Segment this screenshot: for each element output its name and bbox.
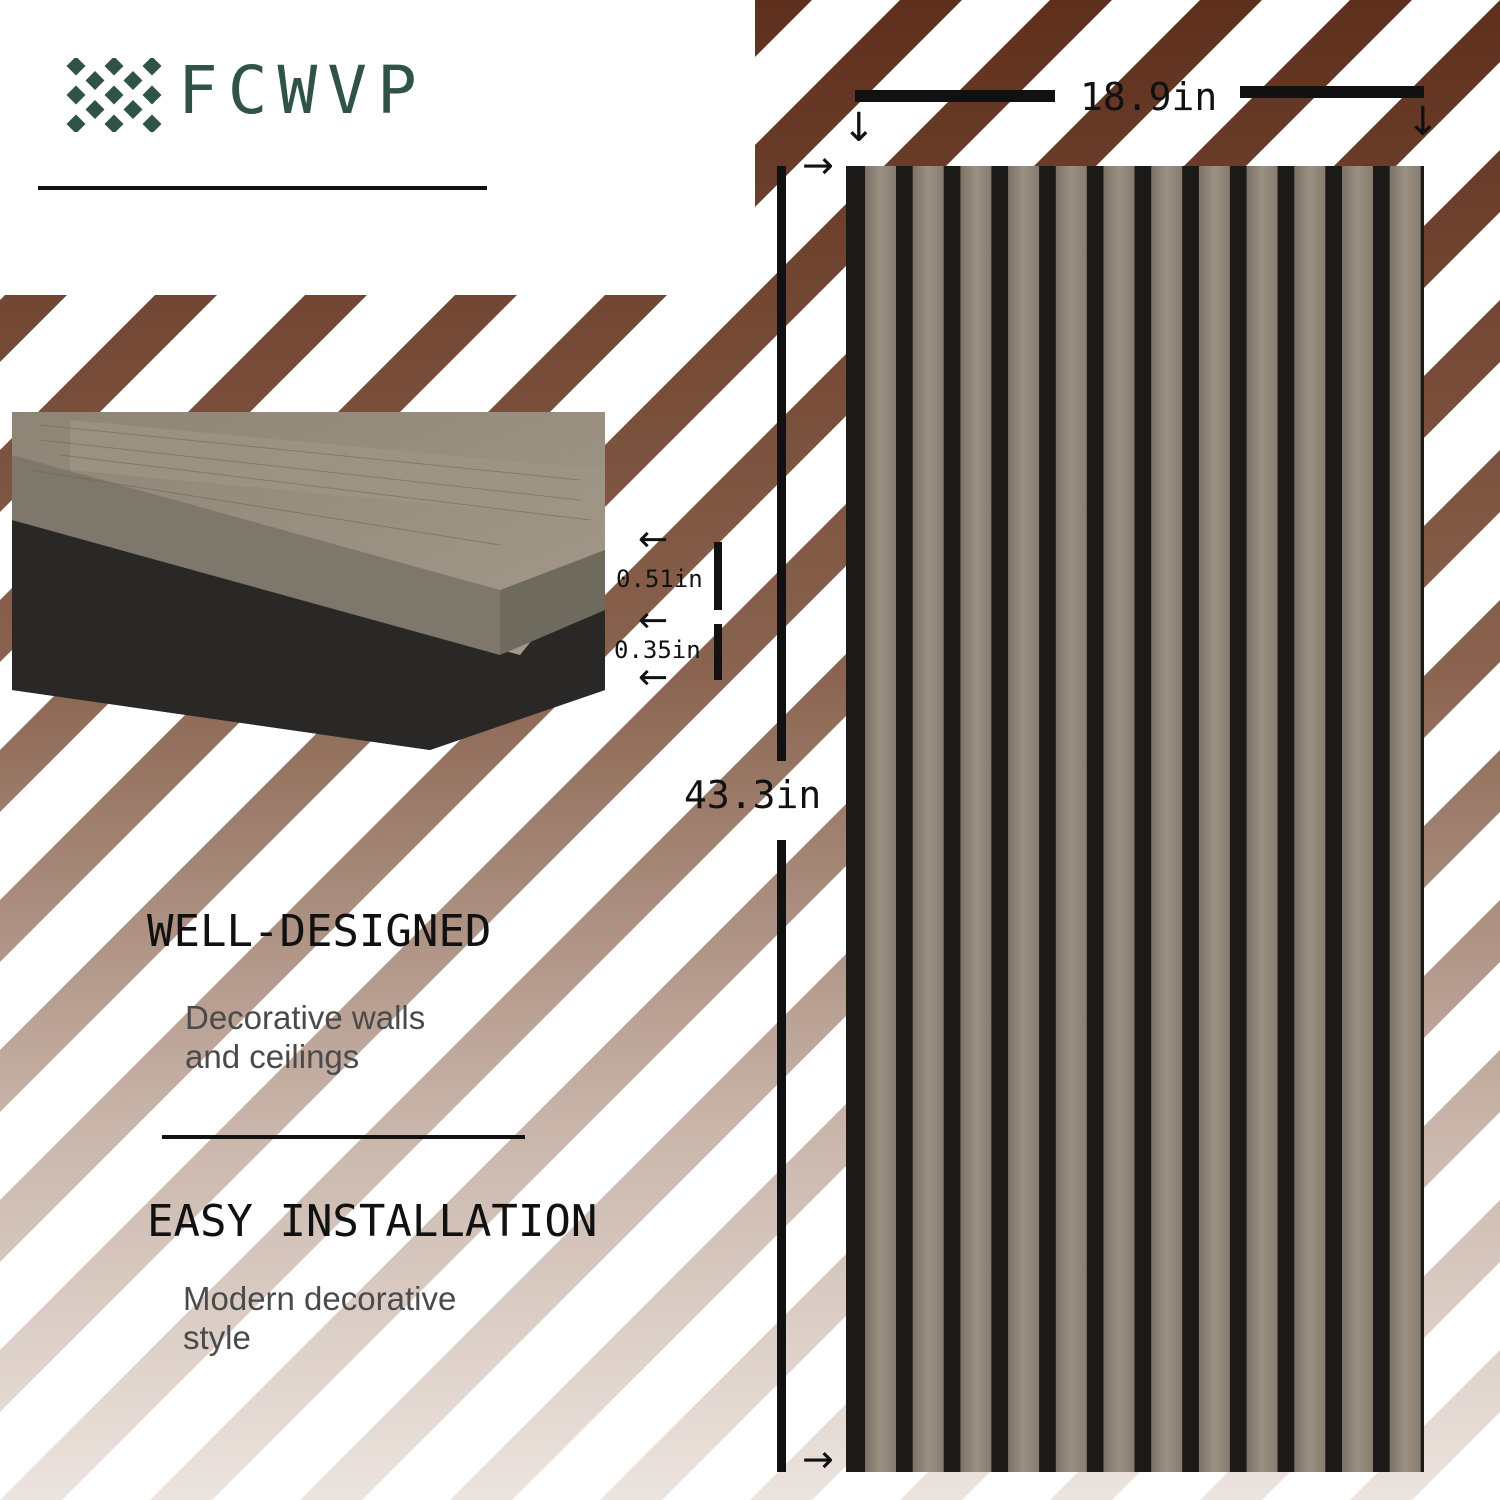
brand-divider xyxy=(38,186,487,190)
feature-description-line: and ceilings xyxy=(185,1038,360,1075)
panel-slat xyxy=(1151,166,1183,1472)
feature-description-line: Modern decorative xyxy=(183,1280,457,1317)
height-dimension-bar-top xyxy=(777,166,786,761)
width-dimension-label: 18.9in xyxy=(1080,75,1218,119)
panel-slat xyxy=(1342,166,1373,1472)
feature-description-line: style xyxy=(183,1319,251,1356)
arrow-left-icon: ← xyxy=(638,657,669,698)
arrow-right-icon: → xyxy=(802,143,834,187)
feature-divider xyxy=(162,1135,525,1139)
feature-description-well-designed: Decorative walls and ceilings xyxy=(185,998,425,1076)
brand-logo-icon xyxy=(66,58,162,132)
felt-thickness-label: 0.35in xyxy=(614,636,701,664)
panel-slat xyxy=(865,166,896,1472)
panel-slat xyxy=(960,166,992,1472)
width-dimension-bar-left xyxy=(855,90,1055,102)
arrow-left-icon: ← xyxy=(638,600,669,641)
panel-slat xyxy=(912,166,944,1472)
feature-heading-easy-installation: EASY INSTALLATION xyxy=(147,1196,598,1247)
panel-slat xyxy=(1008,166,1040,1472)
panel-slat xyxy=(1103,166,1135,1472)
slat-thickness-bar xyxy=(714,542,722,610)
feature-description-line: Decorative walls xyxy=(185,999,426,1036)
arrow-down-icon: ↓ xyxy=(842,105,876,151)
felt-thickness-bar xyxy=(714,624,722,680)
arrow-left-icon: ← xyxy=(638,519,669,560)
arrow-down-icon: ↓ xyxy=(1406,99,1440,145)
height-dimension-bar-bottom xyxy=(777,840,786,1472)
panel-slat xyxy=(1055,166,1087,1472)
slat-thickness-label: 0.51in xyxy=(616,565,703,593)
width-dimension-bar-right xyxy=(1240,86,1424,98)
feature-heading-well-designed: WELL-DESIGNED xyxy=(147,906,492,957)
panel-slat xyxy=(1389,166,1421,1472)
feature-description-easy-installation: Modern decorative style xyxy=(183,1279,456,1357)
panel-slat xyxy=(1246,166,1278,1472)
cross-section-sample xyxy=(12,412,605,750)
height-dimension-label: 43.3in xyxy=(684,773,822,817)
arrow-right-icon: → xyxy=(802,1437,834,1481)
panel-slat xyxy=(1198,166,1230,1472)
brand-name: FCWVP xyxy=(178,52,427,129)
panel-slat xyxy=(1294,166,1326,1472)
